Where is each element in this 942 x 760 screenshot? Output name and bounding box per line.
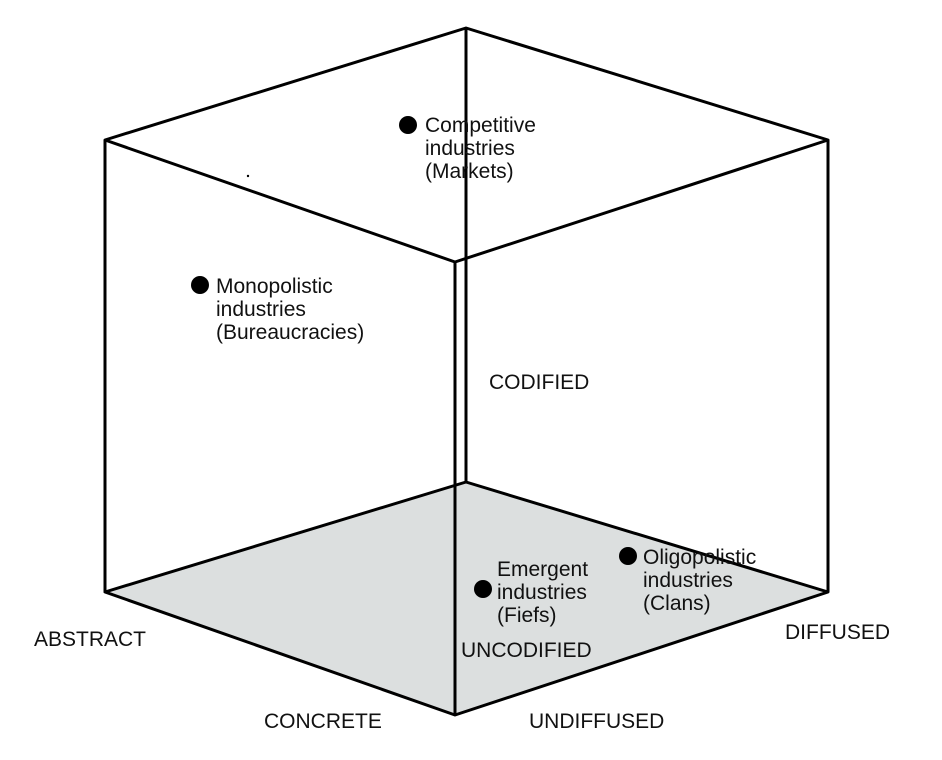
axis-label-concrete: CONCRETE — [264, 710, 382, 733]
label-line: industries — [425, 137, 515, 160]
label-line: industries — [643, 569, 733, 592]
point-label-competitive: Competitive industries (Markets) — [425, 114, 536, 183]
point-label-oligopolistic: Oligopolistic industries (Clans) — [643, 546, 756, 615]
axis-label-uncodified: UNCODIFIED — [461, 639, 592, 662]
label-line: industries — [216, 298, 306, 321]
label-line: (Markets) — [425, 160, 514, 183]
point-marker-emergent — [474, 580, 492, 598]
axis-label-codified: CODIFIED — [489, 371, 590, 394]
axis-label-abstract: ABSTRACT — [34, 628, 147, 651]
point-label-emergent: Emergent industries (Fiefs) — [497, 558, 588, 627]
label-line: industries — [497, 581, 587, 604]
label-line: Oligopolistic — [643, 546, 757, 569]
point-marker-monopolistic — [191, 276, 209, 294]
label-line: Emergent — [497, 558, 589, 581]
point-marker-competitive — [399, 116, 417, 134]
label-line: Competitive — [425, 114, 536, 137]
label-line: (Clans) — [643, 592, 711, 615]
label-line: Monopolistic — [216, 275, 333, 298]
axis-label-diffused: DIFFUSED — [785, 621, 890, 644]
point-label-monopolistic: Monopolistic industries (Bureaucracies) — [216, 275, 364, 344]
axis-label-undiffused: UNDIFFUSED — [529, 710, 665, 733]
label-line: (Bureaucracies) — [216, 321, 365, 344]
point-marker-oligopolistic — [619, 547, 637, 565]
label-line: (Fiefs) — [497, 604, 557, 627]
stray-dot — [246, 174, 250, 178]
